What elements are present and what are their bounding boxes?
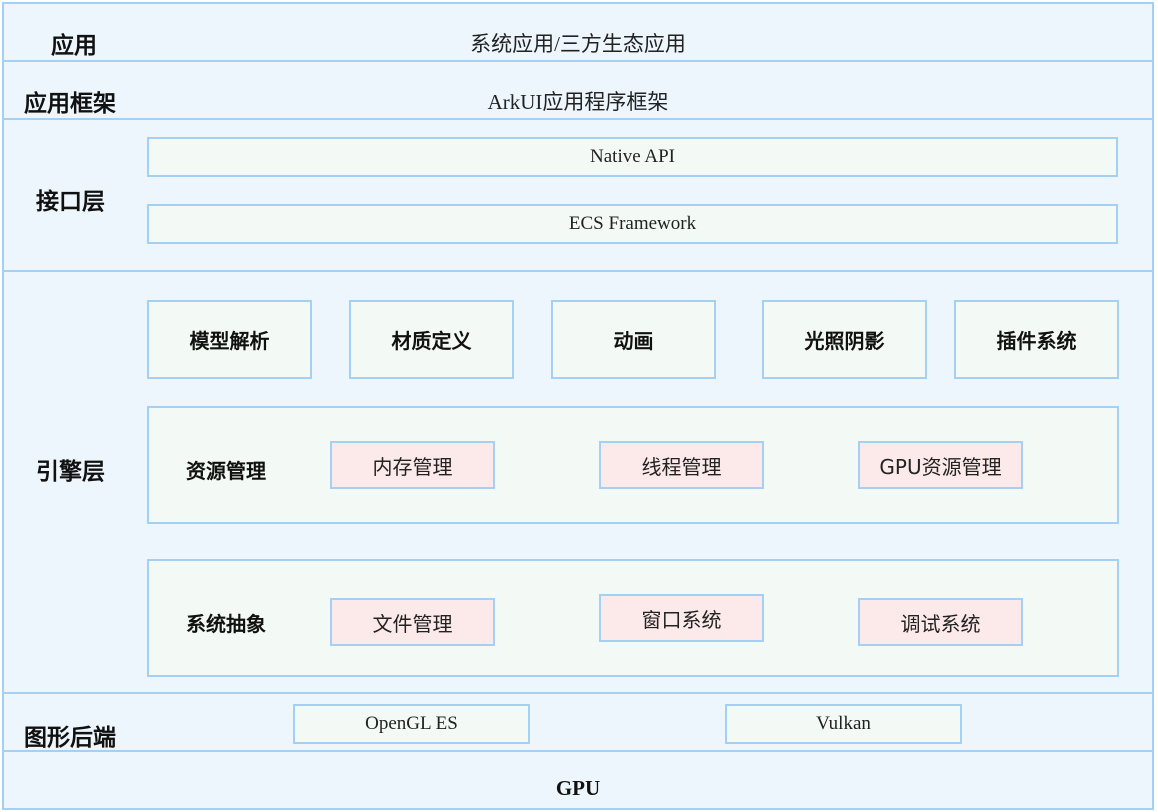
engine-layer-title: 引擎层 bbox=[36, 459, 105, 485]
interface-layer-title: 接口层 bbox=[36, 189, 105, 215]
gpu-resource-management-chip: GPU资源管理 bbox=[858, 441, 1023, 489]
resource-management-title: 资源管理 bbox=[186, 459, 266, 483]
native-api-bar: Native API bbox=[147, 137, 1118, 177]
thread-management-chip: 线程管理 bbox=[599, 441, 764, 489]
engine-layer: 引擎层 模型解析 材质定义 动画 光照阴影 插件系统 资源管理 内存管理 线程管… bbox=[2, 270, 1154, 695]
system-abstraction-group: 系统抽象 文件管理 窗口系统 调试系统 bbox=[147, 559, 1119, 677]
opengl-es-bar: OpenGL ES bbox=[293, 704, 530, 744]
system-abstraction-title: 系统抽象 bbox=[186, 612, 266, 636]
module-plugin-system: 插件系统 bbox=[954, 300, 1119, 379]
ecs-framework-bar: ECS Framework bbox=[147, 204, 1118, 244]
module-material-definition: 材质定义 bbox=[349, 300, 514, 379]
window-system-chip: 窗口系统 bbox=[599, 594, 764, 642]
framework-layer-text: ArkUI应用程序框架 bbox=[487, 90, 669, 114]
gpu-layer-text: GPU bbox=[555, 776, 601, 800]
module-lighting-shadow: 光照阴影 bbox=[762, 300, 927, 379]
graphics-backend-title: 图形后端 bbox=[24, 725, 116, 751]
framework-layer: 应用框架 ArkUI应用程序框架 bbox=[2, 60, 1154, 120]
graphics-backend-layer: 图形后端 OpenGL ES Vulkan bbox=[2, 692, 1154, 753]
debug-system-chip: 调试系统 bbox=[858, 598, 1023, 646]
gpu-layer: GPU bbox=[2, 750, 1154, 810]
app-layer: 应用 系统应用/三方生态应用 bbox=[2, 2, 1154, 62]
vulkan-bar: Vulkan bbox=[725, 704, 962, 744]
file-management-chip: 文件管理 bbox=[330, 598, 495, 646]
memory-management-chip: 内存管理 bbox=[330, 441, 495, 489]
resource-management-group: 资源管理 内存管理 线程管理 GPU资源管理 bbox=[147, 406, 1119, 524]
framework-layer-title: 应用框架 bbox=[24, 91, 116, 117]
app-layer-title: 应用 bbox=[51, 33, 97, 59]
app-layer-text: 系统应用/三方生态应用 bbox=[470, 32, 686, 56]
module-animation: 动画 bbox=[551, 300, 716, 379]
module-model-parsing: 模型解析 bbox=[147, 300, 312, 379]
interface-layer: 接口层 Native API ECS Framework bbox=[2, 118, 1154, 272]
